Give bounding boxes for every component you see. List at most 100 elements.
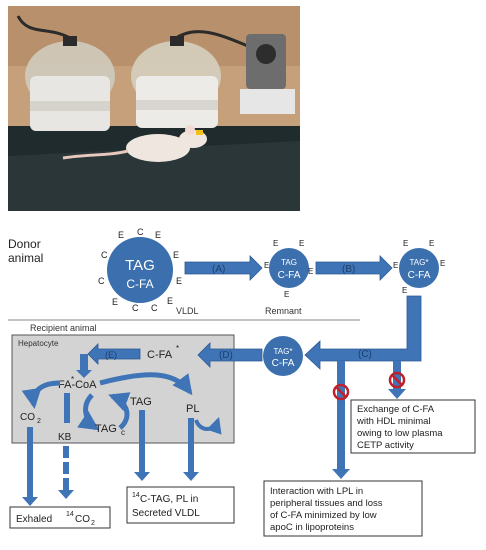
vldl-surface-c: C	[132, 303, 139, 313]
arrow-c-shape	[304, 295, 422, 370]
arrow-hdl-branch	[388, 361, 406, 399]
lpl-block-icon	[332, 383, 350, 401]
cfa-star-label: C-FA	[147, 349, 173, 361]
arrow-hdl-stem	[393, 361, 401, 389]
remnant-surface-e: E	[299, 239, 304, 248]
arrow-facoa-to-kb-stem	[64, 393, 70, 423]
remnant-particle-body	[269, 248, 309, 288]
hdl-note-box	[350, 399, 476, 454]
donor-label-line2: animal	[8, 251, 43, 265]
arrow-facoa-to-co2	[21, 380, 61, 409]
arrow-c: (C)	[304, 295, 422, 370]
arrow-a: (A)	[184, 255, 263, 281]
hdl-block-slash	[391, 374, 403, 386]
vldl-particle: TAG C-FA E C E C E C E E C C E	[98, 227, 182, 313]
vldl-surface-c: C	[101, 250, 108, 260]
step-b-label: (B)	[342, 264, 355, 275]
vldl-surface-c: C	[98, 276, 105, 286]
fa-coa-sup: *	[71, 375, 74, 384]
photo-rat-tag	[196, 130, 203, 135]
arrow-b: (B)	[315, 255, 393, 281]
arrow-e: (E)	[87, 343, 141, 365]
remnant-cfa-label: C-FA	[278, 270, 301, 281]
photo-rat-tail	[62, 149, 129, 160]
secreted-line2: Secreted VLDL	[132, 508, 200, 519]
arrow-kb-dash1	[63, 446, 69, 458]
tagged-remnant-tag-label: TAG*	[410, 258, 429, 267]
donor-label-line1: Donor	[8, 237, 41, 251]
lpl-note-line: peripheral tissues and loss	[270, 498, 383, 509]
photo-tube-right	[175, 30, 249, 48]
arrow-d: (D)	[197, 342, 263, 368]
arrow-e-down	[80, 354, 88, 372]
lpl-block-slash	[335, 386, 347, 398]
tagged-remnant-surface-e: E	[393, 261, 398, 270]
vldl-surface-e: E	[155, 230, 161, 240]
exhaled-box	[9, 506, 111, 529]
vldl-surface-e: E	[112, 297, 118, 307]
arrow-hdl-head	[388, 389, 406, 399]
cfa-star-sup: *	[176, 344, 179, 353]
arrow-lpl-head	[332, 469, 350, 479]
hepatic-particle: TAG* C-FA	[263, 336, 303, 376]
hepatic-particle-cfa: C-FA	[272, 358, 295, 369]
vldl-surface-c: C	[137, 227, 144, 237]
arrow-kb-dash2	[63, 462, 69, 474]
pl-label: PL	[186, 403, 199, 415]
vldl-surface-e: E	[176, 276, 182, 286]
cycle-arrow-down	[77, 393, 100, 431]
arrow-lpl-branch	[332, 361, 350, 479]
lpl-note-line: of C-FA minimized by low	[270, 510, 377, 521]
arrow-kb-dash3	[63, 478, 69, 490]
fa-coa-label: FA-CoA	[58, 379, 97, 391]
tagged-remnant-surface-e: E	[402, 286, 407, 295]
lpl-note-box	[263, 480, 423, 537]
exhaled-co: CO	[75, 514, 90, 525]
remnant-surface-e: E	[273, 239, 278, 248]
kb-label: KB	[58, 432, 72, 443]
remnant-surface-e: E	[264, 261, 269, 270]
arrow-pl-down-head	[183, 472, 199, 481]
arrow-facoa-to-pl	[99, 372, 193, 396]
arrow-kb-head	[58, 490, 74, 499]
step-c-label: (C)	[358, 349, 372, 360]
tagged-remnant-particle: TAG* C-FA E E E E E	[393, 239, 445, 295]
hdl-note-line: with HDL minimal	[356, 416, 431, 427]
exhaled-sub: 2	[91, 520, 95, 527]
photo-rat-ear	[185, 125, 195, 135]
remnant-surface-e: E	[308, 267, 313, 276]
photo-pump-wheel	[256, 44, 276, 64]
secreted-sup: 14	[132, 492, 140, 499]
photo-right-top	[170, 36, 184, 46]
exhaled-prefix: Exhaled	[16, 514, 52, 525]
co2-label: CO	[20, 412, 35, 423]
photo-right-base-band	[136, 100, 218, 110]
photo-tube-left	[16, 15, 71, 40]
lpl-note-line: Interaction with LPL in	[270, 486, 363, 497]
hdl-note-line: owing to low plasma	[357, 428, 443, 439]
arrow-b-shape	[315, 255, 393, 281]
tag-center-label: TAG	[130, 396, 152, 408]
photo-pump-stand	[240, 89, 295, 114]
vldl-tag-label: TAG	[125, 257, 155, 274]
recipient-label: Recipient animal	[30, 323, 97, 333]
hdl-note-line: CETP activity	[357, 440, 414, 451]
arrow-pl-down	[188, 418, 194, 472]
vldl-caption: VLDL	[176, 306, 199, 316]
remnant-tag-label: TAG	[281, 258, 297, 267]
photo-rat-body	[126, 134, 190, 162]
vldl-cfa-label: C-FA	[126, 277, 153, 291]
secreted-line1: C-TAG, PL in	[140, 494, 198, 505]
step-d-label: (D)	[219, 350, 233, 361]
lpl-note-line: apoC in lipoproteins	[270, 522, 354, 533]
arrow-co2-down	[27, 427, 33, 497]
remnant-surface-e: E	[284, 290, 289, 299]
cycle-arrow-up	[108, 392, 131, 430]
arrow-tag-down-head	[134, 472, 150, 481]
tagc-sub: c	[121, 428, 125, 437]
vldl-surface-e: E	[167, 296, 173, 306]
hepatic-particle-tag: TAG*	[274, 347, 293, 356]
tagc-label: TAG	[95, 423, 117, 435]
secreted-box	[126, 486, 235, 524]
